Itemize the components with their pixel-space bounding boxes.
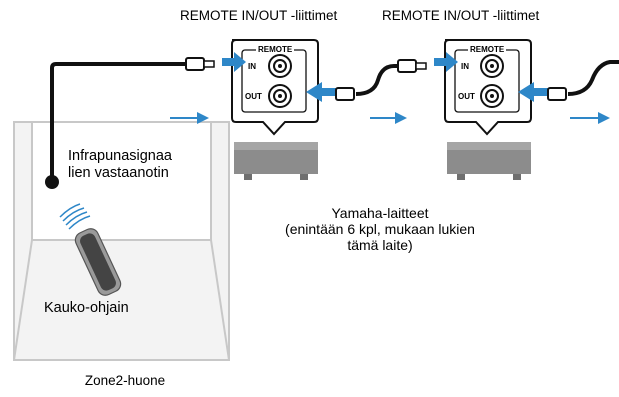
ir-receiver-label-line1: Infrapunasignaa <box>68 148 172 164</box>
ir-receiver-label-line2: lien vastaanotin <box>68 165 169 181</box>
unit-1 <box>222 39 336 180</box>
room-label: Zone2-huone <box>84 373 166 388</box>
unit-2 <box>434 39 548 180</box>
panel-2-header: REMOTE <box>468 45 507 54</box>
remote-control <box>59 203 122 296</box>
yamaha-label-line3: tämä laite) <box>347 237 413 253</box>
ir-sensor-icon <box>45 175 59 189</box>
link-cable <box>335 59 619 101</box>
connector-label-2: REMOTE IN/OUT -liittimet <box>382 8 540 23</box>
connector-label-1: REMOTE IN/OUT -liittimet <box>180 8 338 23</box>
panel-2-out-label: OUT <box>458 92 475 101</box>
panel-2-in-label: IN <box>461 62 469 71</box>
panel-1-out-label: OUT <box>245 92 262 101</box>
remote-control-label: Kauko-ohjain <box>44 300 129 316</box>
panel-1-header: REMOTE <box>256 45 295 54</box>
zone2-room <box>13 121 230 361</box>
yamaha-label-line1: Yamaha-laitteet <box>331 205 429 221</box>
panel-1-in-label: IN <box>248 62 256 71</box>
ir-receiver-cable <box>45 57 215 189</box>
yamaha-label-line2: (enintään 6 kpl, mukaan lukien <box>285 221 475 237</box>
